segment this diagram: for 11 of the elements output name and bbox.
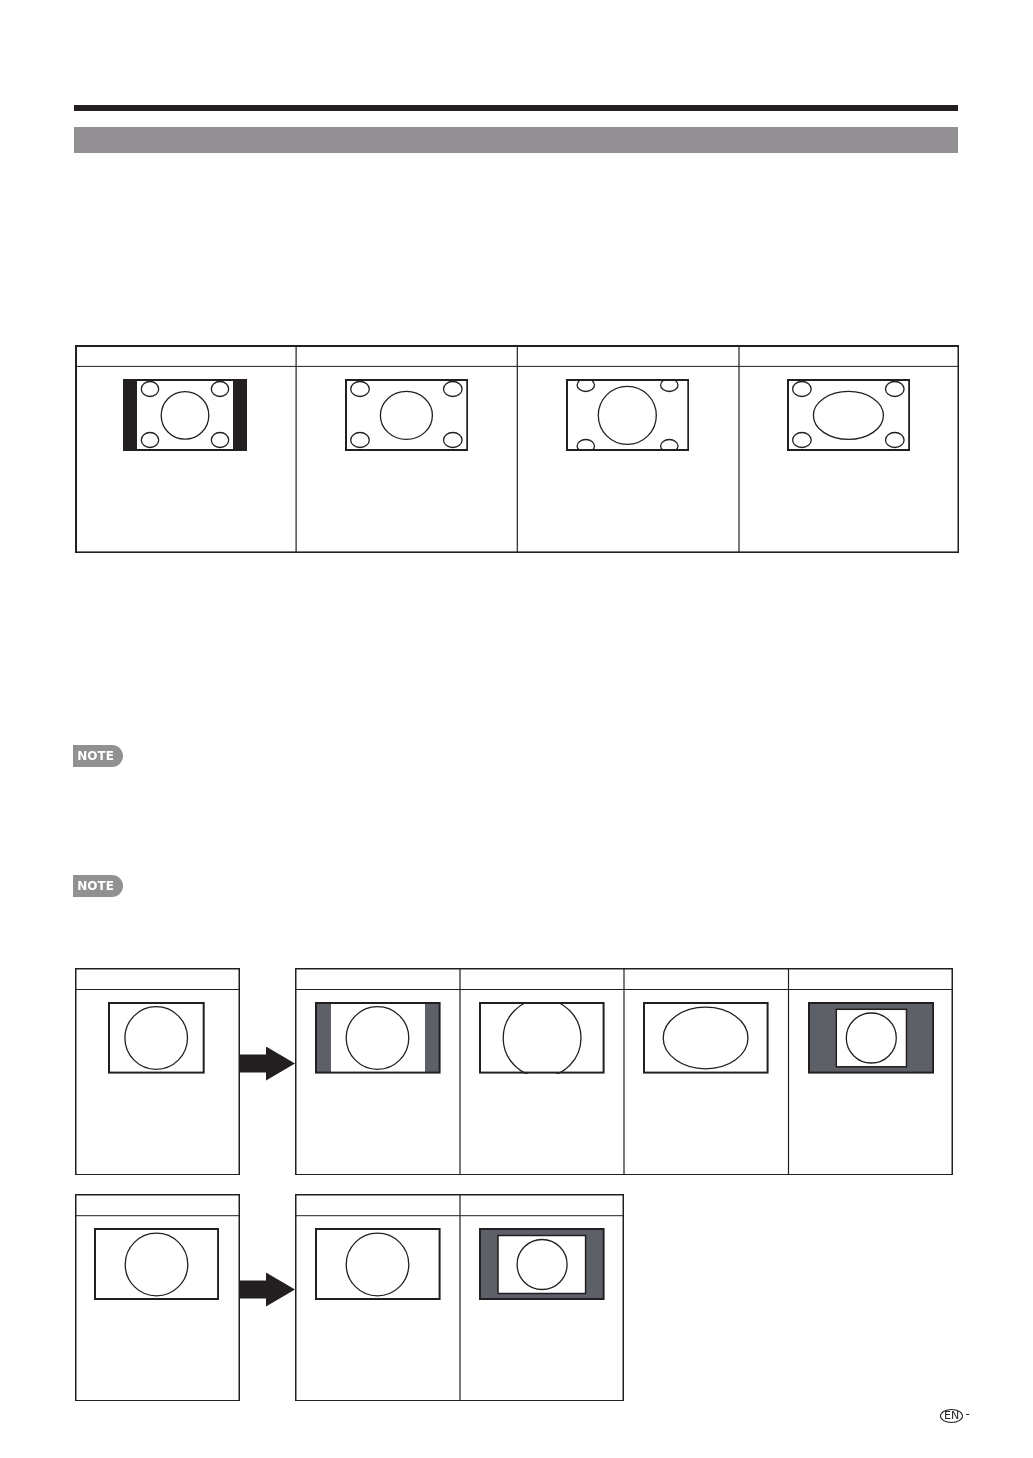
arrow [239, 1272, 295, 1307]
table-panel [74, 1193, 240, 1401]
comparison-table [74, 344, 959, 553]
arrow [239, 1046, 295, 1081]
page-number: - [965, 1407, 970, 1421]
table-panel [74, 967, 240, 1175]
note-badge: NOTE [73, 874, 123, 897]
comparison-table [295, 1193, 624, 1401]
heading-bar [74, 127, 958, 153]
note-badge: NOTE [73, 744, 123, 767]
comparison-table [295, 967, 953, 1175]
